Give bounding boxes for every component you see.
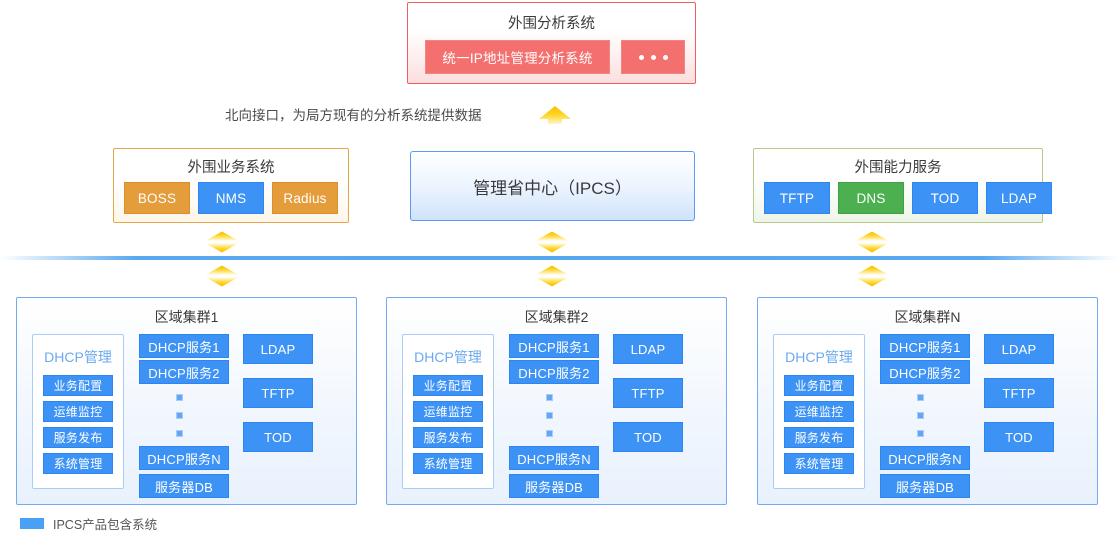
dhcp-management-item[interactable]: 服务发布 [413,427,483,448]
legend: IPCS产品包含系统 [20,514,157,533]
cluster-title: 区域集群1 [154,309,219,325]
cluster-title: 区域集群2 [524,309,589,325]
side-service-chip[interactable]: TOD [243,422,313,452]
layer-divider-line [0,256,1118,260]
arrow-up-down-icon [205,265,239,287]
chip-unified-ip-analysis-system[interactable]: 统一IP地址管理分析系统 [425,40,610,74]
dhcp-service-chip[interactable]: 服务器DB [880,474,970,498]
provincial-management-center-box[interactable]: 管理省中心（IPCS） [410,151,695,221]
side-service-chip[interactable]: LDAP [613,334,683,364]
legend-label: IPCS产品包含系统 [53,518,158,532]
dhcp-service-chip[interactable]: DHCP服务1 [509,334,599,358]
dhcp-service-chip[interactable]: DHCP服务2 [509,360,599,384]
peripheral-analysis-system-title: 外围分析系统 [508,16,595,32]
legend-swatch [20,518,44,529]
dhcp-management-item[interactable]: 业务配置 [413,375,483,396]
chip-nms[interactable]: NMS [198,182,264,214]
dhcp-management-panel: DHCP管理业务配置运维监控服务发布系统管理 [32,334,124,489]
chip-ldap[interactable]: LDAP [986,182,1052,214]
dhcp-management-item[interactable]: 业务配置 [784,375,854,396]
dhcp-management-item[interactable]: 系统管理 [413,453,483,474]
vertical-dots-icon [917,394,924,437]
dhcp-service-chip[interactable]: DHCP服务2 [139,360,229,384]
dhcp-management-panel: DHCP管理业务配置运维监控服务发布系统管理 [773,334,865,489]
dhcp-service-chip[interactable]: 服务器DB [139,474,229,498]
arrow-up-down-icon [855,231,889,253]
provincial-management-center-label: 管理省中心（IPCS） [473,178,632,198]
vertical-dots-icon [176,394,183,437]
chip-tftp[interactable]: TFTP [764,182,830,214]
chip-boss[interactable]: BOSS [124,182,190,214]
dhcp-management-item[interactable]: 服务发布 [784,427,854,448]
chip-dns[interactable]: DNS [838,182,904,214]
chip-tod[interactable]: TOD [912,182,978,214]
dhcp-service-chip[interactable]: 服务器DB [509,474,599,498]
peripheral-business-systems-title: 外围业务系统 [187,160,275,176]
arrow-up-down-icon [535,231,569,253]
side-service-chip[interactable]: LDAP [243,334,313,364]
dhcp-management-item[interactable]: 服务发布 [43,427,113,448]
dhcp-service-chip[interactable]: DHCP服务1 [880,334,970,358]
ellipsis-dots [638,54,668,60]
dhcp-management-item[interactable]: 运维监控 [43,401,113,422]
side-service-chip[interactable]: LDAP [984,334,1054,364]
dhcp-management-title: DHCP管理 [44,349,112,365]
dhcp-management-item[interactable]: 系统管理 [43,453,113,474]
side-service-chip[interactable]: TFTP [984,378,1054,408]
dhcp-service-chip[interactable]: DHCP服务2 [880,360,970,384]
side-service-chip[interactable]: TOD [613,422,683,452]
peripheral-capability-services-title: 外围能力服务 [854,160,942,176]
dhcp-management-item[interactable]: 运维监控 [784,401,854,422]
arrow-up-down-icon [205,231,239,253]
side-service-chip[interactable]: TFTP [243,378,313,408]
dhcp-service-chip[interactable]: DHCP服务1 [139,334,229,358]
dhcp-management-item[interactable]: 运维监控 [413,401,483,422]
chip-radius[interactable]: Radius [272,182,338,214]
side-service-chip[interactable]: TOD [984,422,1054,452]
dhcp-service-chip[interactable]: DHCP服务N [139,446,229,470]
arrow-up-down-icon [535,265,569,287]
cluster-title: 区域集群N [894,309,961,325]
dhcp-service-chip[interactable]: DHCP服务N [880,446,970,470]
dhcp-management-title: DHCP管理 [785,349,853,365]
dhcp-management-panel: DHCP管理业务配置运维监控服务发布系统管理 [402,334,494,489]
arrow-up-icon [538,105,572,130]
vertical-dots-icon [546,394,553,437]
dhcp-management-title: DHCP管理 [414,349,482,365]
northbound-interface-caption: 北向接口，为局方现有的分析系统提供数据 [225,108,482,123]
dhcp-service-chip[interactable]: DHCP服务N [509,446,599,470]
arrow-up-down-icon [855,265,889,287]
side-service-chip[interactable]: TFTP [613,378,683,408]
ellipsis-icon[interactable] [621,40,685,74]
dhcp-management-item[interactable]: 业务配置 [43,375,113,396]
dhcp-management-item[interactable]: 系统管理 [784,453,854,474]
